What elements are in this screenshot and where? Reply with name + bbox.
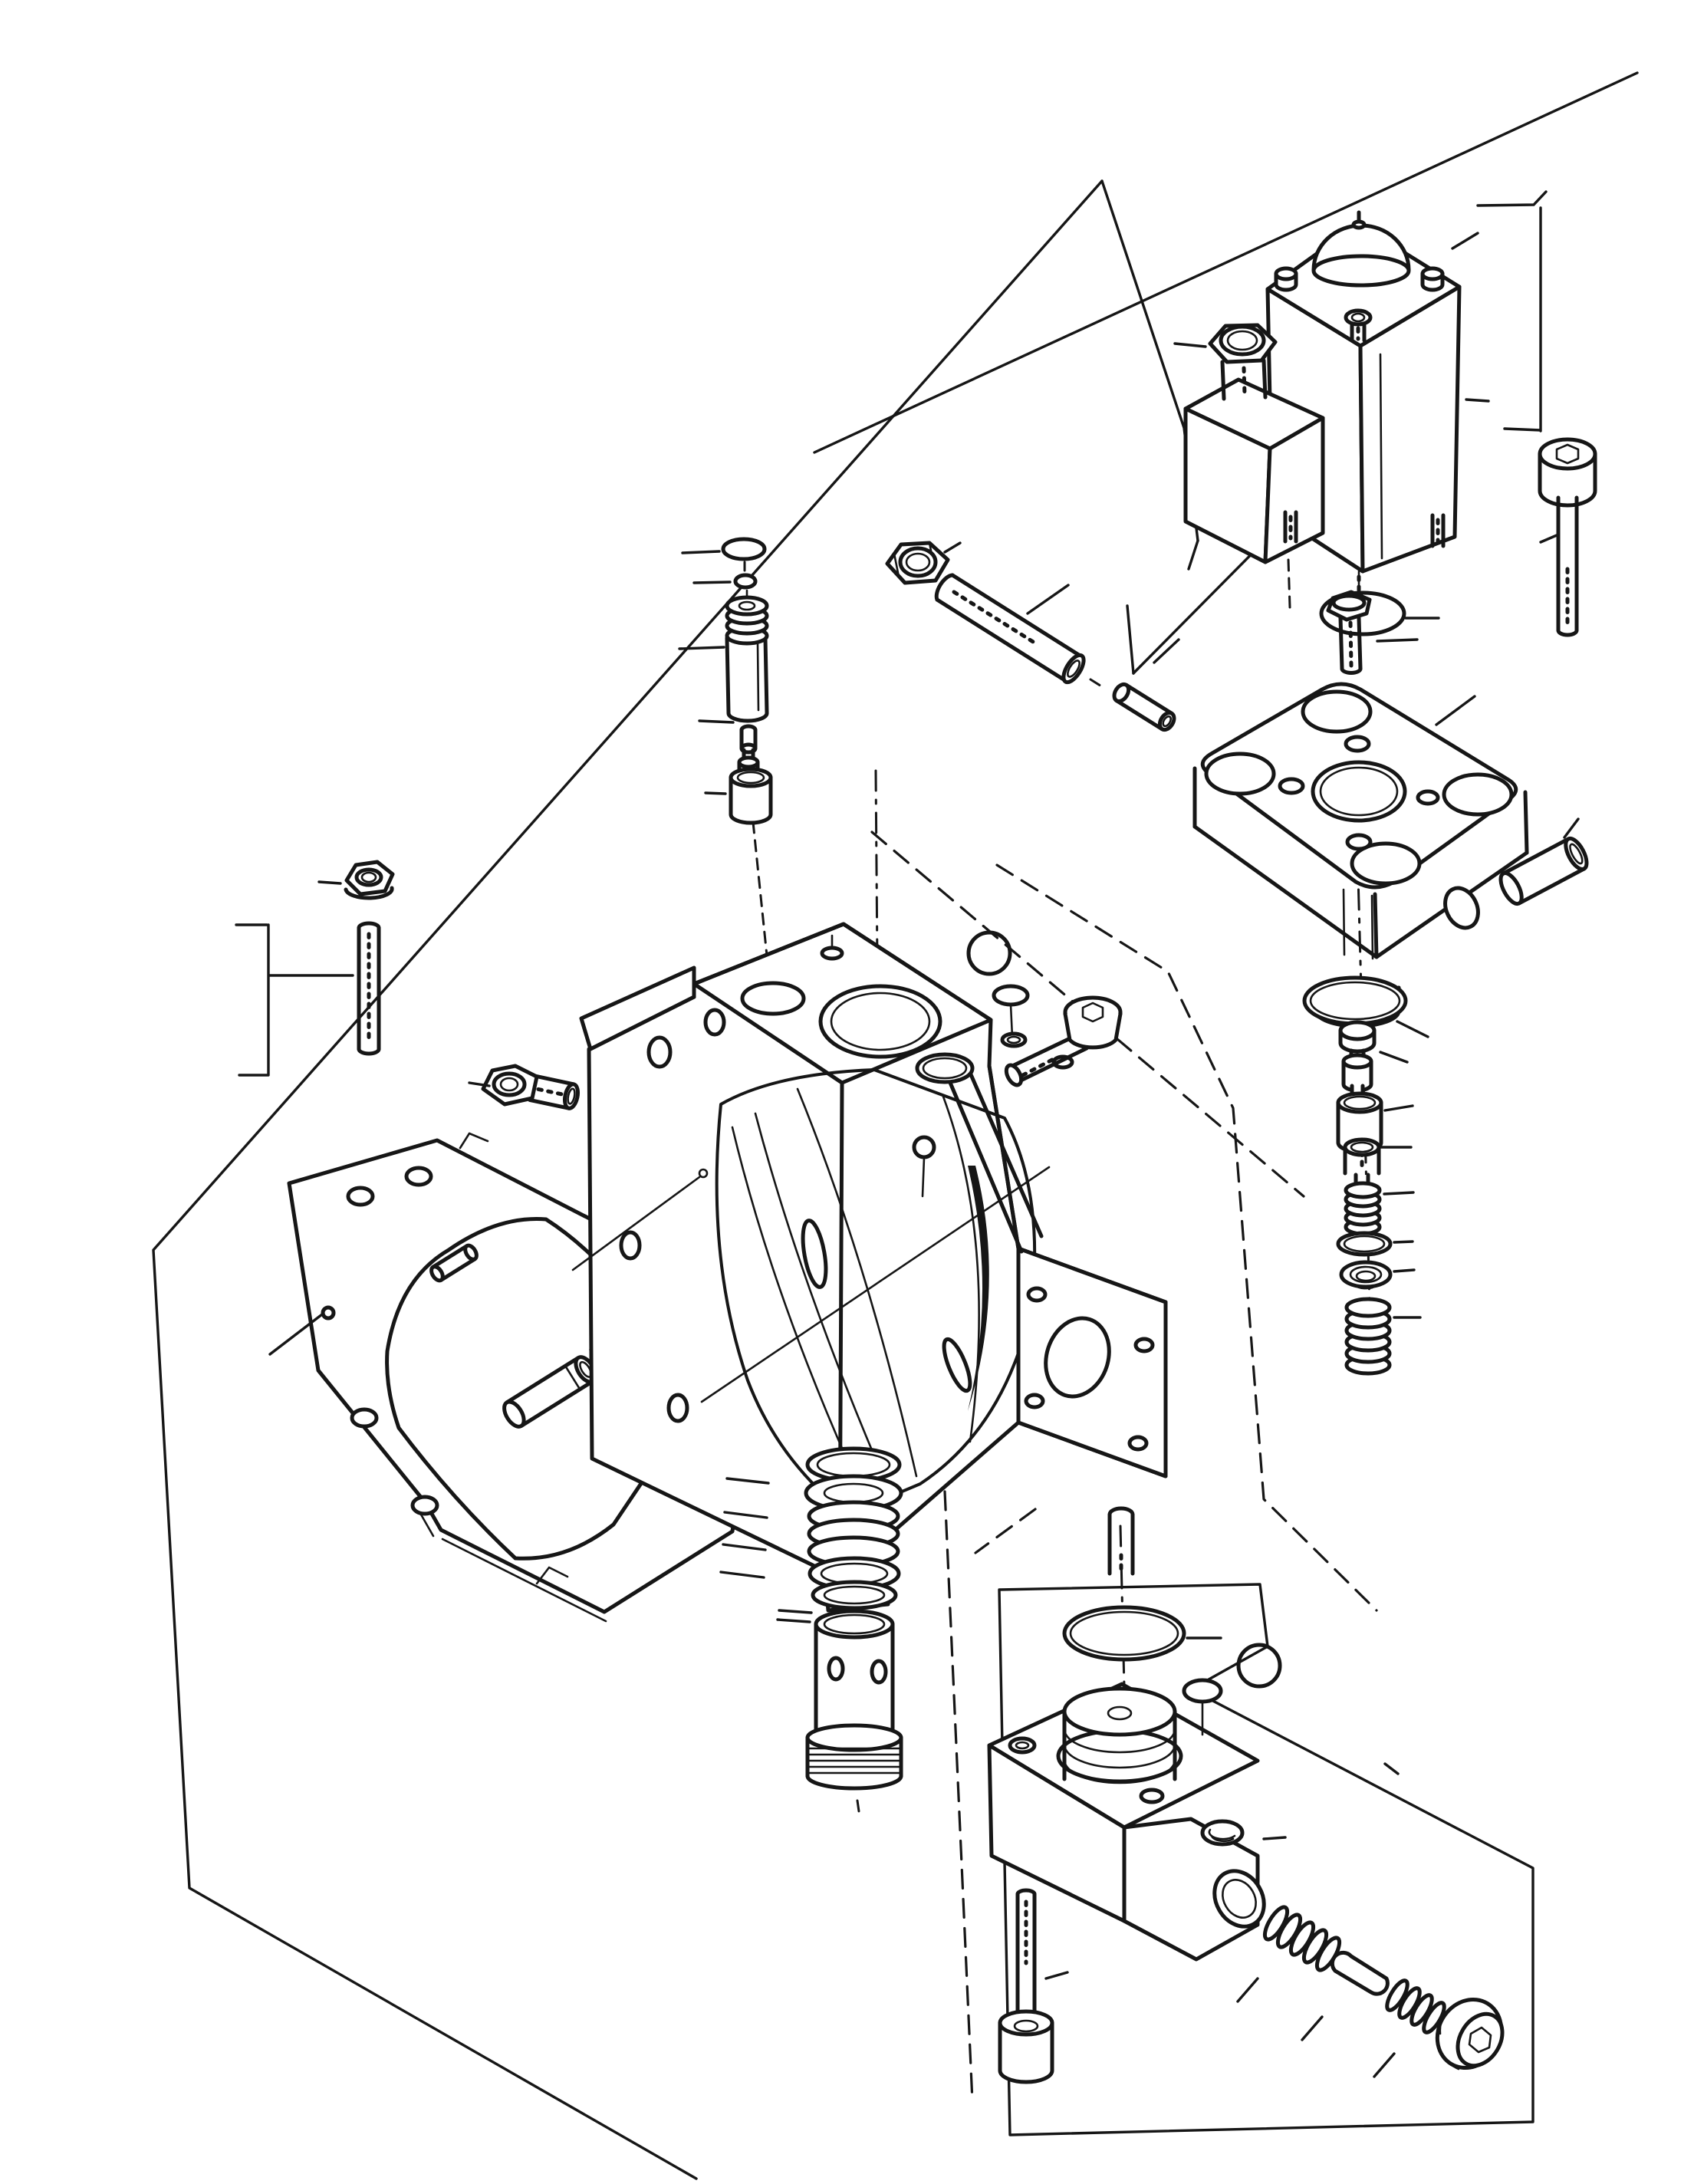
o-ring-small xyxy=(733,573,758,590)
spring-large xyxy=(1344,1297,1392,1376)
valve-spring-2 xyxy=(1385,1978,1446,2034)
hex-bolt-small xyxy=(1326,590,1419,675)
control-piston xyxy=(1062,1686,1177,1784)
lock-nut-and-stud xyxy=(235,860,395,1077)
threaded-stud xyxy=(934,573,1086,685)
seal-washer-19 xyxy=(992,984,1030,1048)
socket-head-cap-screw-bottom xyxy=(998,1888,1069,2084)
dowel-pin-small xyxy=(1112,682,1176,732)
valve-spring xyxy=(1262,1905,1342,1972)
guide-stem xyxy=(1107,1506,1135,1576)
o-ring-large xyxy=(1302,975,1408,1026)
upper-nut-stud-pin xyxy=(885,541,1180,732)
cover-screw xyxy=(1344,308,1373,343)
seat-washer xyxy=(1339,1260,1393,1290)
mounting-stud xyxy=(1430,513,1446,548)
socket-head-cap-screw-top xyxy=(1538,437,1597,637)
washer xyxy=(721,537,767,561)
hex-fitting xyxy=(1208,323,1278,401)
group-bracket xyxy=(1476,190,1548,433)
mounting-stud xyxy=(1283,510,1298,544)
center-spring-stack xyxy=(719,1446,903,1813)
callout-circle[interactable] xyxy=(966,930,1012,976)
spring-small xyxy=(1344,1181,1382,1236)
sleeve-bushing xyxy=(729,767,773,825)
callout-label[interactable]: 19 xyxy=(975,940,1003,968)
dowel-pin xyxy=(502,1355,597,1429)
seal-washer-19-b xyxy=(1182,1678,1223,1736)
callout-label[interactable]: 19 xyxy=(1245,1653,1273,1680)
top-valve-column xyxy=(678,537,773,825)
cylinder-pin xyxy=(1498,817,1589,906)
solenoid-valve-assembly xyxy=(1173,190,1548,636)
group-bracket xyxy=(235,923,354,1077)
right-parts-column xyxy=(1302,975,1429,1376)
straight-pin xyxy=(429,1243,479,1283)
hex-socket-plug xyxy=(1435,1998,1505,2071)
hex-plug xyxy=(468,1064,580,1110)
callout-circle[interactable] xyxy=(1236,1643,1282,1689)
valve-piston-small xyxy=(1330,1950,1390,1996)
control-valve-spool xyxy=(725,589,769,723)
poppet xyxy=(1338,1020,1377,1100)
end-cap-block xyxy=(987,1682,1287,1962)
cover-screw xyxy=(1420,266,1445,292)
callout-badge-19-housing[interactable]: 19 xyxy=(966,930,1012,976)
cover-screw xyxy=(1274,266,1298,292)
end-cap-assembly xyxy=(987,1506,1534,2136)
control-piston-sleeve xyxy=(776,1609,903,1813)
socket-head-cap-screw-mid xyxy=(1004,995,1123,1087)
o-ring-end-cap xyxy=(1062,1605,1186,1662)
callout-badge-19-endcap[interactable]: 19 xyxy=(1236,1643,1282,1689)
panel-outline xyxy=(998,1583,1534,2136)
